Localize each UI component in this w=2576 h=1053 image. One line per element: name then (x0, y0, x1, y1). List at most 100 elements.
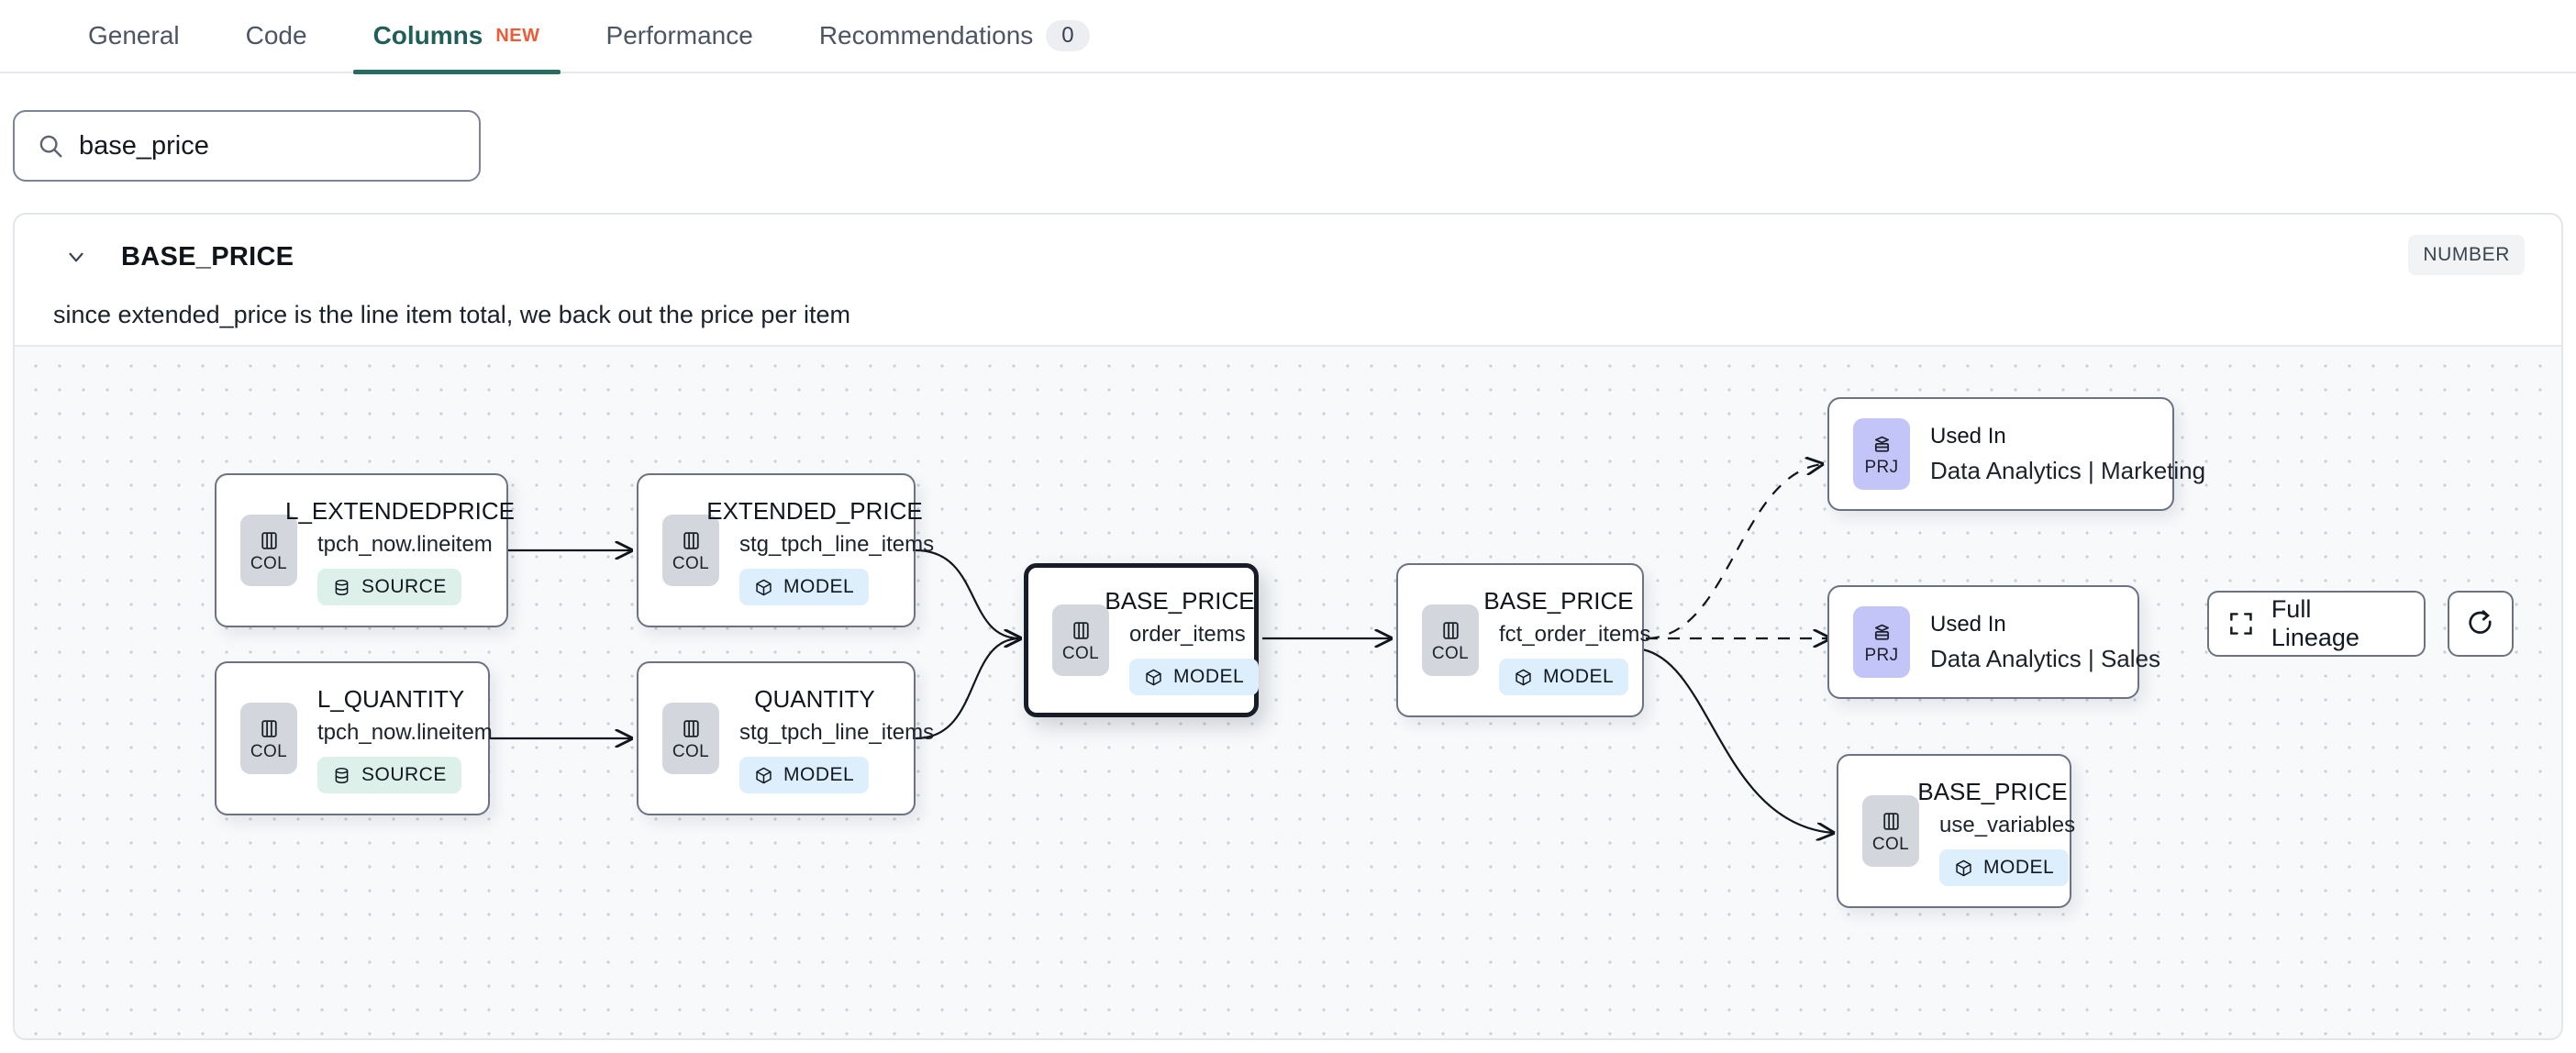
node-tag: MODEL (739, 757, 870, 793)
node-tag: MODEL (1499, 659, 1629, 695)
node-name: L_QUANTITY (316, 685, 465, 713)
node-name: Used In (1930, 611, 2006, 637)
column-icon (1442, 621, 1459, 639)
node-subtitle: stg_tpch_line_items (739, 532, 935, 557)
node-name: BASE_PRICE (1917, 778, 2068, 805)
column-icon (1882, 812, 1899, 830)
search-input[interactable] (79, 130, 457, 161)
tab-columns[interactable]: Columns NEW (340, 0, 573, 74)
tab-label: Columns (372, 21, 483, 50)
col-type-chip: COL (662, 515, 719, 586)
node-tag-label: MODEL (1543, 666, 1615, 687)
chip-label: COL (1431, 643, 1470, 663)
node-name: Used In (1930, 423, 2006, 449)
cube-icon (1956, 859, 1971, 876)
refresh-icon (2469, 610, 2492, 634)
node-tag-label: MODEL (1983, 857, 2055, 878)
node-name: BASE_PRICE (1483, 587, 1634, 615)
node-name: EXTENDED_PRICE (706, 497, 923, 525)
col-type-chip: COL (662, 703, 719, 774)
lineage-node-base-price-use-variables[interactable]: COL BASE_PRICE use_variables MODEL (1837, 754, 2075, 908)
tab-label: Code (245, 21, 307, 50)
lineage-node-l-extendedprice[interactable]: COL L_EXTENDEDPRICE tpch_now.lineitem SO… (215, 473, 515, 627)
cube-icon (1516, 669, 1531, 685)
lineage-canvas[interactable]: COL L_EXTENDEDPRICE tpch_now.lineitem SO… (15, 345, 2561, 1040)
column-icon (683, 531, 699, 549)
lineage-node-quantity[interactable]: COL QUANTITY stg_tpch_line_items MODEL (637, 661, 935, 815)
node-subtitle: tpch_now.lineitem (317, 720, 493, 745)
column-header: BASE_PRICE NUMBER (15, 215, 2561, 299)
chip-label: COL (672, 741, 710, 761)
tab-label: Performance (605, 21, 753, 50)
node-tag: SOURCE (317, 569, 461, 605)
tab-performance[interactable]: Performance (573, 0, 786, 72)
full-lineage-button[interactable]: Full Lineage (2207, 591, 2426, 657)
node-tag-label: MODEL (1173, 666, 1245, 687)
node-subtitle: stg_tpch_line_items (739, 720, 935, 745)
node-name: QUANTITY (754, 685, 875, 713)
node-subtitle: Data Analytics | Marketing (1930, 456, 2206, 484)
collapse-toggle[interactable] (61, 241, 92, 272)
node-tag: MODEL (1939, 849, 2070, 886)
col-type-chip: COL (1422, 604, 1479, 676)
tab-code[interactable]: Code (213, 0, 340, 72)
chevron-down-icon (69, 252, 83, 262)
column-icon (1072, 621, 1089, 639)
node-name: L_EXTENDEDPRICE (285, 497, 515, 525)
node-subtitle: order_items (1129, 622, 1246, 647)
chip-label: PRJ (1864, 645, 1899, 665)
node-name: BASE_PRICE (1105, 587, 1255, 615)
recommendations-count-badge: 0 (1046, 20, 1090, 51)
column-icon (261, 719, 277, 737)
project-icon (1874, 436, 1889, 452)
node-subtitle: tpch_now.lineitem (317, 532, 493, 557)
expand-icon (2230, 613, 2252, 635)
col-type-chip: COL (1862, 795, 1919, 867)
prj-type-chip: PRJ (1853, 606, 1910, 678)
lineage-node-project-sales[interactable]: PRJ Used In Data Analytics | Sales (1827, 585, 2160, 699)
column-detail-panel: BASE_PRICE NUMBER since extended_price i… (13, 213, 2563, 1040)
full-lineage-label: Full Lineage (2271, 595, 2359, 651)
tab-new-badge: NEW (495, 25, 540, 46)
lineage-edges (491, 347, 2561, 1040)
lineage-node-l-quantity[interactable]: COL L_QUANTITY tpch_now.lineitem SOURCE (215, 661, 493, 815)
tab-label: Recommendations (818, 21, 1034, 50)
column-description: since extended_price is the line item to… (53, 301, 850, 328)
chip-label: COL (250, 553, 288, 573)
tab-bar: General Code Columns NEW Performance Rec… (0, 0, 2576, 74)
chip-label: COL (1061, 643, 1100, 663)
page-title: BASE_PRICE (121, 241, 294, 272)
node-subtitle: Data Analytics | Sales (1930, 644, 2160, 672)
col-type-chip: COL (1052, 604, 1109, 676)
lineage-node-base-price-order-items[interactable]: COL BASE_PRICE order_items MODEL (1024, 563, 1260, 717)
search-icon (39, 135, 62, 158)
node-tag: SOURCE (317, 757, 461, 793)
tab-general[interactable]: General (55, 0, 213, 72)
node-tag: MODEL (739, 569, 870, 605)
column-search[interactable] (13, 110, 481, 182)
col-type-chip: COL (240, 703, 297, 774)
node-subtitle: fct_order_items (1499, 622, 1651, 647)
lineage-node-project-marketing[interactable]: PRJ Used In Data Analytics | Marketing (1827, 397, 2206, 511)
chip-label: PRJ (1864, 457, 1899, 477)
chip-label: COL (250, 741, 288, 761)
chip-label: COL (1871, 834, 1910, 854)
prj-type-chip: PRJ (1853, 418, 1910, 490)
node-tag-label: MODEL (783, 576, 855, 597)
column-icon (261, 531, 277, 549)
project-icon (1874, 624, 1889, 640)
lineage-node-extended-price[interactable]: COL EXTENDED_PRICE stg_tpch_line_items M… (637, 473, 935, 627)
node-tag-label: SOURCE (361, 576, 447, 597)
column-type-badge: NUMBER (2408, 235, 2525, 275)
tab-label: General (88, 21, 180, 50)
tab-recommendations[interactable]: Recommendations 0 (786, 0, 1123, 72)
node-tag: MODEL (1129, 659, 1260, 695)
cube-icon (1146, 669, 1161, 685)
col-type-chip: COL (240, 515, 297, 586)
cube-icon (756, 579, 772, 595)
refresh-button[interactable] (2448, 591, 2514, 657)
column-icon (683, 719, 699, 737)
chip-label: COL (672, 553, 710, 573)
node-tag-label: SOURCE (361, 764, 447, 785)
lineage-node-base-price-fct-order-items[interactable]: COL BASE_PRICE fct_order_items MODEL (1396, 563, 1651, 717)
